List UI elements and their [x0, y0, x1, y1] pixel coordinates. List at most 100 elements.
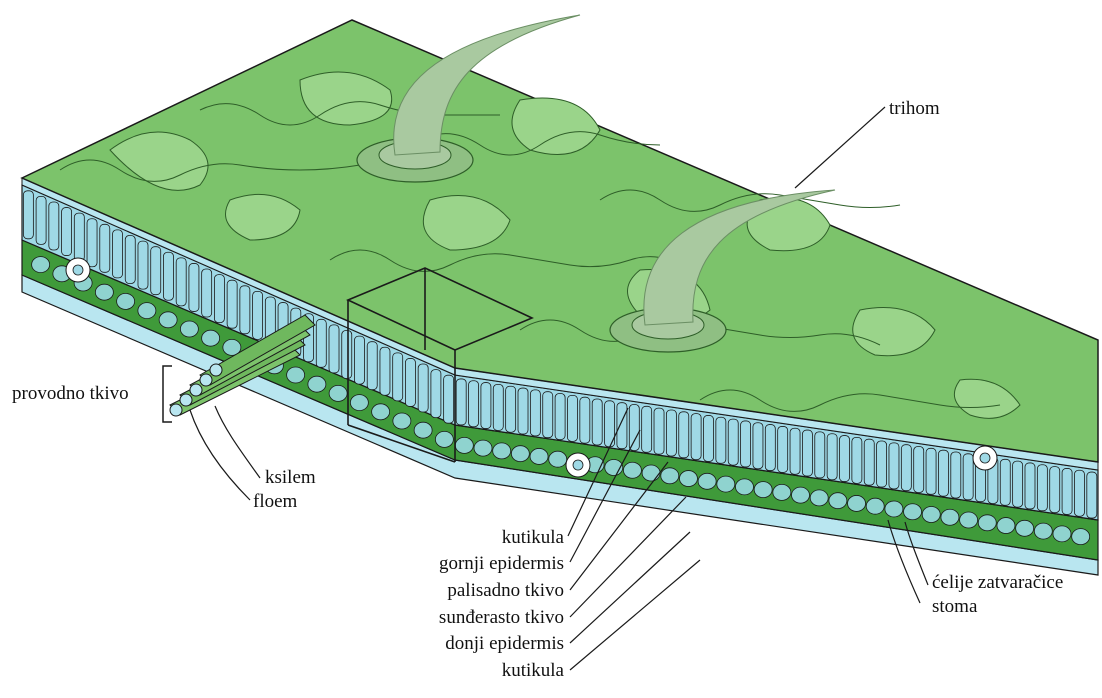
vein-cross-section-right: [973, 446, 997, 470]
palisade-cell: [827, 434, 837, 480]
palisade-cell: [617, 403, 627, 449]
palisade-cell: [176, 258, 186, 306]
palisade-cell: [840, 436, 850, 482]
spongy-cell: [455, 437, 473, 453]
spongy-cell: [493, 443, 511, 459]
palisade-cell: [741, 421, 751, 467]
spongy-cell: [661, 468, 679, 484]
palisade-cell: [864, 439, 874, 485]
palisade-cell: [380, 347, 390, 395]
label-celije-zatvaracice: ćelije zatvaračice: [932, 573, 1063, 592]
palisade-cell: [113, 230, 123, 278]
spongy-cell: [32, 257, 50, 273]
palisade-cell: [444, 375, 454, 423]
palisade-cell: [1013, 461, 1023, 507]
spongy-cell: [474, 440, 492, 456]
palisade-cell: [926, 448, 936, 494]
palisade-cell: [691, 414, 701, 460]
palisade-cell: [1000, 459, 1010, 505]
palisade-cell: [1025, 463, 1035, 509]
spongy-cell: [511, 446, 529, 462]
spongy-cell: [885, 501, 903, 517]
spongy-cell: [202, 330, 220, 346]
palisade-cell: [151, 247, 161, 295]
spongy-cell: [754, 482, 772, 498]
spongy-cell: [414, 422, 432, 438]
palisade-cell: [74, 213, 84, 261]
spongy-cell: [287, 367, 305, 383]
palisade-cell: [802, 430, 812, 476]
label-stoma: stoma: [932, 597, 977, 616]
palisade-cell: [100, 224, 110, 272]
palisade-cell: [49, 202, 59, 250]
palisade-cell: [163, 252, 173, 300]
label-ksilem: ksilem: [265, 468, 316, 487]
spongy-cell: [308, 376, 326, 392]
spongy-cell: [679, 471, 697, 487]
palisade-cell: [778, 426, 788, 472]
spongy-cell: [792, 487, 810, 503]
palisade-cell: [1037, 465, 1047, 511]
palisade-cell: [342, 331, 352, 379]
vein-cross-section-middle: [566, 453, 590, 477]
spongy-cell: [735, 479, 753, 495]
palisade-cell: [580, 397, 590, 443]
palisade-cell: [214, 275, 224, 323]
spongy-cell: [941, 509, 959, 525]
palisade-cell: [889, 443, 899, 489]
palisade-cell: [1062, 468, 1072, 514]
palisade-cell: [592, 399, 602, 445]
palisade-cell: [506, 386, 516, 432]
palisade-cell: [555, 394, 565, 440]
label-floem: floem: [253, 492, 297, 511]
palisade-cell: [1050, 467, 1060, 513]
label-sundjerasto-tkivo: sunđerasto tkivo: [439, 608, 564, 627]
palisade-cell: [202, 269, 212, 317]
palisade-cell: [877, 441, 887, 487]
palisade-cell: [703, 415, 713, 461]
palisade-cell: [316, 319, 326, 367]
palisade-cell: [567, 395, 577, 441]
spongy-cell: [329, 385, 347, 401]
palisade-cell: [87, 219, 97, 267]
label-palisadno-tkivo: palisadno tkivo: [447, 581, 564, 600]
label-kutikula-lower: kutikula: [502, 661, 564, 680]
spongy-cell: [350, 395, 368, 411]
spongy-cell: [866, 498, 884, 514]
spongy-cell: [960, 512, 978, 528]
spongy-cell: [642, 465, 660, 481]
label-donji-epidermis: donji epidermis: [445, 634, 564, 653]
label-provodno-tkivo: provodno tkivo: [12, 384, 129, 403]
palisade-cell: [240, 286, 250, 334]
palisade-cell: [963, 454, 973, 500]
spongy-cell: [810, 490, 828, 506]
palisade-cell: [654, 408, 664, 454]
spongy-cell: [159, 312, 177, 328]
spongy-cell: [1072, 529, 1090, 545]
palisade-cell: [227, 280, 237, 328]
spongy-cell: [904, 504, 922, 520]
spongy-cell: [623, 462, 641, 478]
palisade-cell: [815, 432, 825, 478]
palisade-cell: [642, 406, 652, 452]
palisade-cell: [765, 425, 775, 471]
palisade-cell: [753, 423, 763, 469]
spongy-cell: [848, 495, 866, 511]
palisade-cell: [1087, 472, 1097, 518]
palisade-cell: [62, 208, 72, 256]
palisade-cell: [951, 452, 961, 498]
spongy-cell: [773, 484, 791, 500]
spongy-cell: [829, 493, 847, 509]
palisade-cell: [901, 445, 911, 491]
palisade-cell: [481, 383, 491, 429]
spongy-cell: [922, 507, 940, 523]
palisade-cell: [852, 437, 862, 483]
palisade-cell: [189, 263, 199, 311]
spongy-cell: [717, 476, 735, 492]
spongy-cell: [997, 518, 1015, 534]
palisade-cell: [354, 336, 364, 384]
spongy-cell: [95, 284, 113, 300]
palisade-cell: [728, 419, 738, 465]
spongy-cell: [435, 431, 453, 447]
